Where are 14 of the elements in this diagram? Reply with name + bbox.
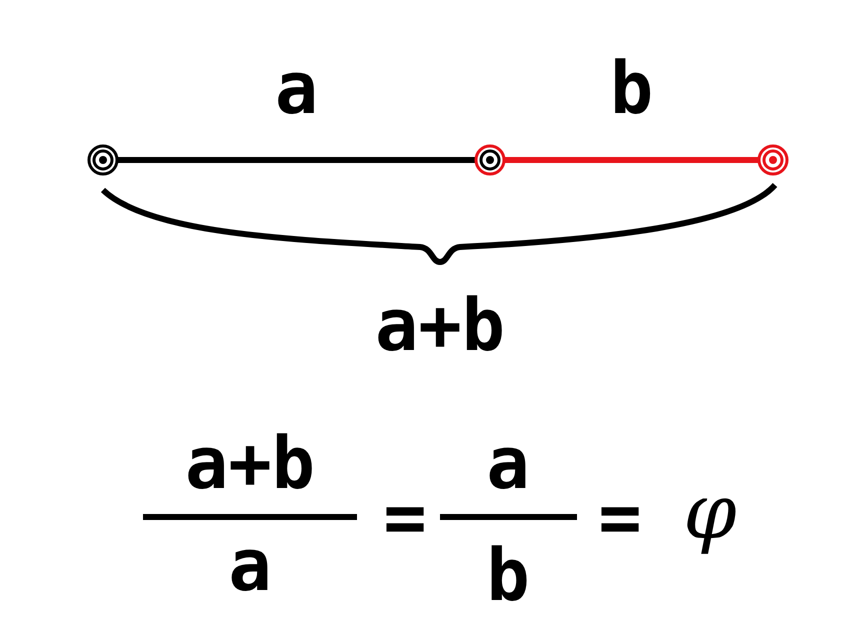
line-segment: [117, 157, 476, 163]
endpoint-marker: [756, 143, 790, 177]
equals-sign: =: [383, 481, 427, 553]
line-segment: [504, 157, 759, 163]
denominator: a: [228, 529, 272, 601]
numerator: a+b: [184, 427, 316, 499]
endpoint-marker: [86, 143, 120, 177]
segment-label: a: [274, 52, 318, 124]
segment-label: b: [610, 52, 654, 124]
endpoint-marker: [473, 143, 507, 177]
numerator: a: [486, 427, 530, 499]
length-label: a+b: [374, 289, 506, 361]
equals-sign: =: [598, 481, 642, 553]
denominator: b: [486, 539, 530, 611]
